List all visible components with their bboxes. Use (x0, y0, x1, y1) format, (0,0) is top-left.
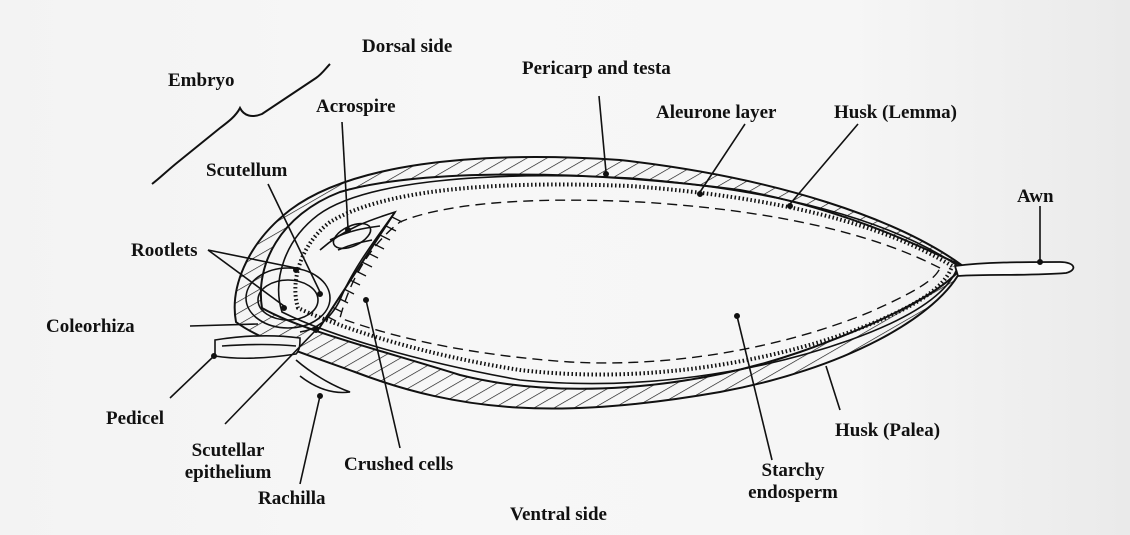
label-aleurone-layer: Aleurone layer (656, 102, 777, 124)
label-awn: Awn (1017, 186, 1054, 208)
label-scutellar-line1: Scutellar (192, 440, 265, 462)
label-ventral-side: Ventral side (510, 504, 607, 526)
label-scutellum: Scutellum (206, 160, 287, 182)
label-crushed-cells: Crushed cells (344, 454, 453, 476)
label-acrospire: Acrospire (316, 96, 396, 118)
label-starchy-line1: Starchy (762, 460, 825, 482)
label-husk-lemma: Husk (Lemma) (834, 102, 957, 124)
label-rootlets: Rootlets (131, 240, 197, 262)
label-pedicel: Pedicel (106, 408, 164, 430)
awn-shape (955, 262, 1073, 276)
label-dorsal-side: Dorsal side (362, 36, 452, 58)
label-husk-palea: Husk (Palea) (835, 420, 940, 442)
label-scutellar-line2: epithelium (185, 462, 272, 484)
label-coleorhiza: Coleorhiza (46, 316, 135, 338)
label-rachilla: Rachilla (258, 488, 326, 510)
label-pericarp-testa: Pericarp and testa (522, 58, 671, 80)
label-starchy-line2: endosperm (748, 482, 838, 504)
label-embryo: Embryo (168, 70, 235, 92)
husk-band (235, 157, 963, 409)
